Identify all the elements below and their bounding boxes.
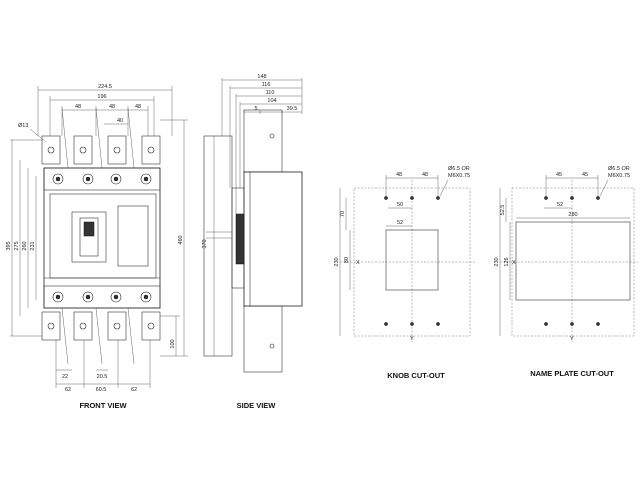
side-bottom-terminal xyxy=(243,305,283,373)
dim-pitch-3: 48 xyxy=(135,104,141,110)
knob-dim-48-a: 48 xyxy=(396,172,402,178)
nameplate-dim-45-b: 45 xyxy=(582,172,588,178)
dim-pitch-2: 48 xyxy=(109,104,115,110)
side-dimension-lines xyxy=(213,78,303,356)
dim-60-5: 60.5 xyxy=(96,387,107,393)
knob-cutout-rect xyxy=(385,229,439,291)
dim-370: 370 xyxy=(202,239,208,248)
nameplate-cutout-rect xyxy=(515,221,631,301)
nameplate-mounting-holes xyxy=(544,196,600,326)
dim-62-right: 62 xyxy=(131,387,137,393)
front-view-caption: FRONT VIEW xyxy=(79,401,127,410)
dim-22: 22 xyxy=(62,374,68,380)
dim-148: 148 xyxy=(257,74,266,80)
dim-260: 260 xyxy=(22,241,28,250)
nameplate-dim-280: 280 xyxy=(568,212,577,218)
knob-dim-70: 70 xyxy=(340,211,346,217)
top-terminal-cover xyxy=(43,167,161,191)
knob-dim-230: 230 xyxy=(334,257,340,266)
side-handle xyxy=(235,213,245,265)
front-bottom-dimension-lines xyxy=(55,340,151,388)
dim-pitch-1: 48 xyxy=(75,104,81,110)
dim-39-5: 39.5 xyxy=(287,106,298,112)
knob-screw-note-line2: M6X0.75 xyxy=(448,173,470,179)
dim-395: 395 xyxy=(6,241,12,250)
front-top-terminals xyxy=(41,107,161,169)
knob-cutout-view: 48 48 Ø6.5 OR M6X0.75 50 52 70 230 80 X … xyxy=(334,166,476,380)
dim-275: 275 xyxy=(14,241,20,250)
knob-dim-80: 80 xyxy=(344,257,350,263)
front-bottom-terminals xyxy=(41,307,161,365)
side-view: 148 116 110 104 5 39.5 370 SIDE VIEW xyxy=(202,74,303,410)
dim-hole-diameter: Ø13 xyxy=(18,123,28,129)
bottom-terminal-cover xyxy=(43,285,161,309)
front-view: 224.5 196 48 48 48 40 Ø13 395 275 260 23… xyxy=(6,84,188,410)
dim-5: 5 xyxy=(254,106,257,112)
nameplate-dim-45-a: 45 xyxy=(556,172,562,178)
side-top-terminal xyxy=(243,109,283,173)
dim-20-5: 20.5 xyxy=(97,374,108,380)
side-mounting-plate xyxy=(203,135,233,357)
nameplate-dim-52: 52 xyxy=(557,202,563,208)
side-view-caption: SIDE VIEW xyxy=(237,401,277,410)
knob-axis-y-label: Y xyxy=(410,336,414,342)
nameplate-screw-note-line1: Ø6.5 OR xyxy=(608,166,630,172)
knob-dimension-lines xyxy=(339,175,449,336)
knob-dim-52: 52 xyxy=(397,220,403,226)
nameplate-dim-230: 230 xyxy=(494,257,500,266)
nameplate-dim-126: 126 xyxy=(504,257,510,266)
dim-100: 100 xyxy=(170,339,176,348)
dim-231: 231 xyxy=(30,241,36,250)
handle-grip xyxy=(83,221,95,237)
nameplate-cutout-view: 45 45 Ø6.5 OR M6X0.75 52 280 52.5 230 12… xyxy=(494,166,638,378)
dim-40: 40 xyxy=(117,118,123,124)
dim-104: 104 xyxy=(267,98,276,104)
knob-mounting-holes xyxy=(384,196,440,326)
knob-screw-note-line1: Ø6.5 OR xyxy=(448,166,470,172)
front-left-dimension-lines xyxy=(10,139,42,337)
bottom-terminal-screws xyxy=(52,291,152,303)
knob-dim-50: 50 xyxy=(397,202,403,208)
nameplate-cutout-caption: NAME PLATE CUT-OUT xyxy=(530,369,614,378)
nameplate-screw-note-line2: M6X0.75 xyxy=(608,173,630,179)
dim-460: 460 xyxy=(178,235,184,244)
operating-handle xyxy=(79,217,99,257)
dim-196: 196 xyxy=(97,94,106,100)
side-body xyxy=(243,171,303,307)
dim-116: 116 xyxy=(262,82,271,88)
handle-frame xyxy=(71,211,107,263)
front-right-dimension-lines xyxy=(160,119,188,357)
front-top-dimension-lines xyxy=(37,86,173,136)
breaker-body xyxy=(43,167,161,309)
nameplate-dimension-lines xyxy=(499,175,630,336)
trip-unit-panel xyxy=(117,205,149,267)
dim-110: 110 xyxy=(266,90,275,96)
nameplate-axis-x-label: X xyxy=(512,260,516,266)
dim-overall-width: 224.5 xyxy=(98,84,112,90)
knob-cutout-caption: KNOB CUT-OUT xyxy=(387,371,445,380)
dim-62-left: 62 xyxy=(65,387,71,393)
knob-axis-x-label: X xyxy=(356,260,360,266)
nameplate-axis-y-label: Y xyxy=(570,336,574,342)
nameplate-dim-52-5: 52.5 xyxy=(500,205,506,216)
knob-dim-48-b: 48 xyxy=(422,172,428,178)
top-terminal-screws xyxy=(52,173,152,185)
